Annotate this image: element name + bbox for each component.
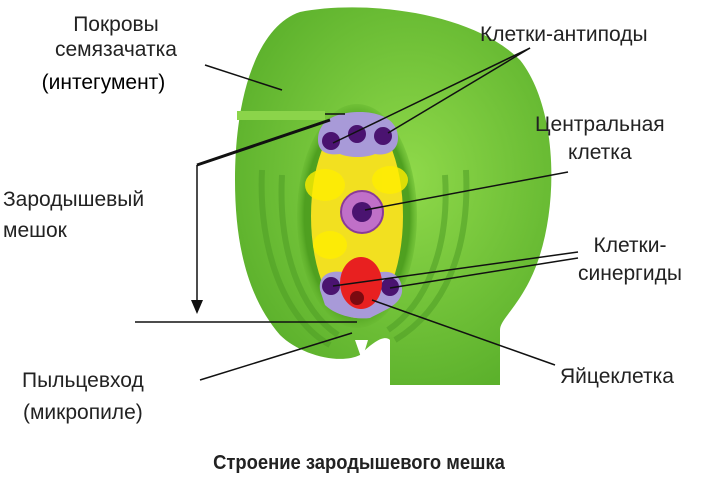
label-text: синергиды	[578, 262, 682, 285]
micropyle-opening	[355, 340, 368, 360]
egg-nucleus	[350, 291, 364, 305]
central-cell-core	[352, 202, 372, 222]
label-text: Покровы	[73, 13, 159, 36]
diagram-caption: Строение зародышевого мешка	[213, 452, 505, 474]
label-text: Пыльцевход	[22, 369, 144, 392]
label-antipodal: Клетки-антиподы	[480, 23, 648, 46]
label-mask	[237, 111, 325, 120]
label-text: Зародышевый	[3, 188, 145, 211]
arrow-head-icon	[191, 300, 203, 314]
label-integument: Покровы семязачатка (интегумент)	[42, 12, 177, 95]
label-text: (микропиле)	[23, 401, 143, 424]
antipodal-nucleus	[322, 132, 340, 150]
antipodal-nucleus	[374, 127, 392, 145]
label-text: клетка	[568, 141, 632, 164]
label-text: Клетки-	[593, 234, 667, 257]
label-egg-cell: Яйцеклетка	[560, 365, 674, 388]
integument-folds	[258, 169, 470, 348]
label-synergids: Клетки- синергиды	[578, 233, 682, 286]
label-embryo-sac: Зародышевый мешок	[3, 187, 144, 243]
label-text: Центральная	[535, 113, 665, 136]
leader-lines	[135, 47, 579, 381]
label-text: (интегумент)	[41, 71, 166, 94]
label-central-cell: Центральная клетка	[535, 112, 665, 165]
label-text: семязачатка	[55, 38, 177, 61]
label-micropyle: Пыльцевход (микропиле)	[22, 368, 144, 425]
synergid-nucleus	[381, 278, 399, 296]
synergid-nucleus	[322, 277, 340, 295]
label-text: мешок	[3, 219, 67, 242]
